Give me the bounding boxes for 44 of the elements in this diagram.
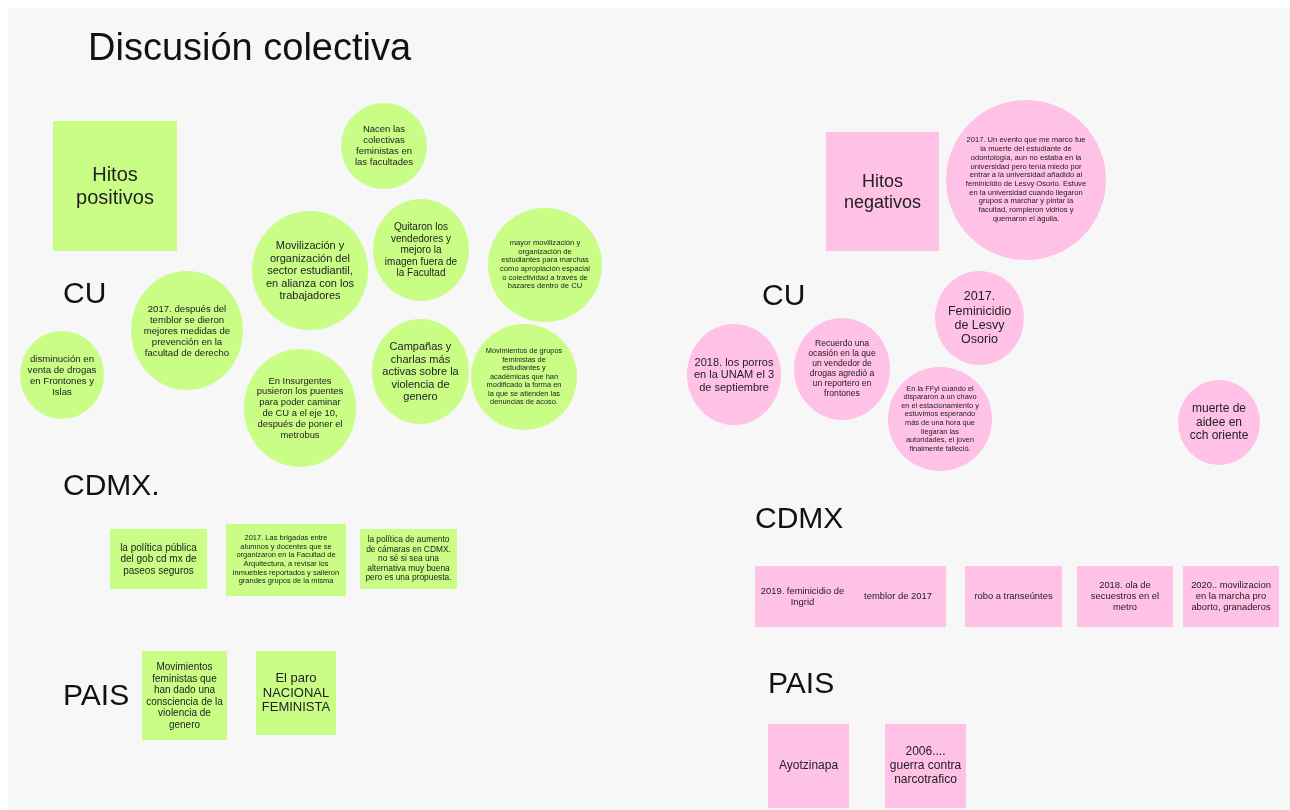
sticky-note xyxy=(826,132,939,251)
note-text: Quitaron los vendedores y mejoro la imagen fuera de la Facultad xyxy=(383,221,459,279)
sticky-note xyxy=(53,121,177,251)
section-heading: CDMX xyxy=(755,503,844,533)
note-text: muerte de aidee en cch oriente xyxy=(1188,401,1250,444)
note-text: 2018. ola de secuestros en el metro xyxy=(1089,580,1161,613)
note-text: 2019. feminicidio de Ingrid xyxy=(759,585,846,608)
sticky-note xyxy=(1077,566,1173,627)
section-heading: PAIS xyxy=(768,668,835,698)
note-text: temblor de 2017 xyxy=(864,591,932,602)
note-text: robo a transeúntes xyxy=(974,591,1053,602)
section-heading: CU xyxy=(762,280,806,310)
note-text: Movilización y organización del sector estudiantil, en alianza con los trabajadores xyxy=(264,238,356,303)
section-heading: CDMX. xyxy=(63,470,160,500)
note-text: Hitos negativos xyxy=(842,170,923,213)
note-text: Hitos positivos xyxy=(75,163,155,209)
sticky-note xyxy=(755,566,850,627)
note-text: 2018. los porros en la UNAM el 3 de septiembre xyxy=(693,355,775,394)
note-text: Nacen las colectivas feministas en las facultades xyxy=(353,124,415,168)
sticky-note xyxy=(256,651,336,735)
sticky-note xyxy=(850,566,946,627)
note-text: 2006.... guerra contra narcotrafico xyxy=(889,745,962,787)
sticky-note xyxy=(142,651,227,740)
note-text: disminución en venta de drogas en Frontones y Islas xyxy=(26,352,98,398)
note-text: Movimientos feministas que han dado una consciencia de la violencia de genero xyxy=(146,661,223,730)
note-text: 2017. Feminicidio de Lesvy Osorio xyxy=(946,289,1013,347)
sticky-note xyxy=(885,724,966,808)
section-heading: PAIS xyxy=(63,680,130,710)
note-text: la política pública del gob cd mx de paseos seguros xyxy=(119,541,198,577)
note-text: 2020.. movilizacion en la marcha pro aborto, granaderos xyxy=(1190,580,1272,613)
sticky-note xyxy=(768,724,849,808)
sticky-note xyxy=(965,566,1062,627)
board-title: Discusión colectiva xyxy=(88,28,412,66)
note-text: la política de aumento de cámaras en CDMX. no sé si sea una alternativa muy buena pero es una propuesta. xyxy=(364,534,453,584)
note-text: Recuerdo una ocasión en la que un vendedor de drogas agredió a un reportero en frontones xyxy=(807,339,877,399)
sticky-note xyxy=(110,529,207,589)
note-text: 2017. después del temblor se dieron mejores medidas de prevención en la facultad de derecho xyxy=(142,302,232,359)
sticky-note xyxy=(226,524,346,596)
note-text: Ayotzinapa xyxy=(778,759,839,773)
note-text: Campañas y charlas más activas sobre la violencia de genero xyxy=(381,339,460,404)
note-text: El paro NACIONAL FEMINISTA xyxy=(260,670,332,716)
section-heading: CU xyxy=(63,278,107,308)
note-text: En Insurgentes pusieron los puentes para poder caminar de CU a el eje 10, después de poner el metrobus xyxy=(255,375,345,441)
sticky-note xyxy=(1183,566,1279,627)
